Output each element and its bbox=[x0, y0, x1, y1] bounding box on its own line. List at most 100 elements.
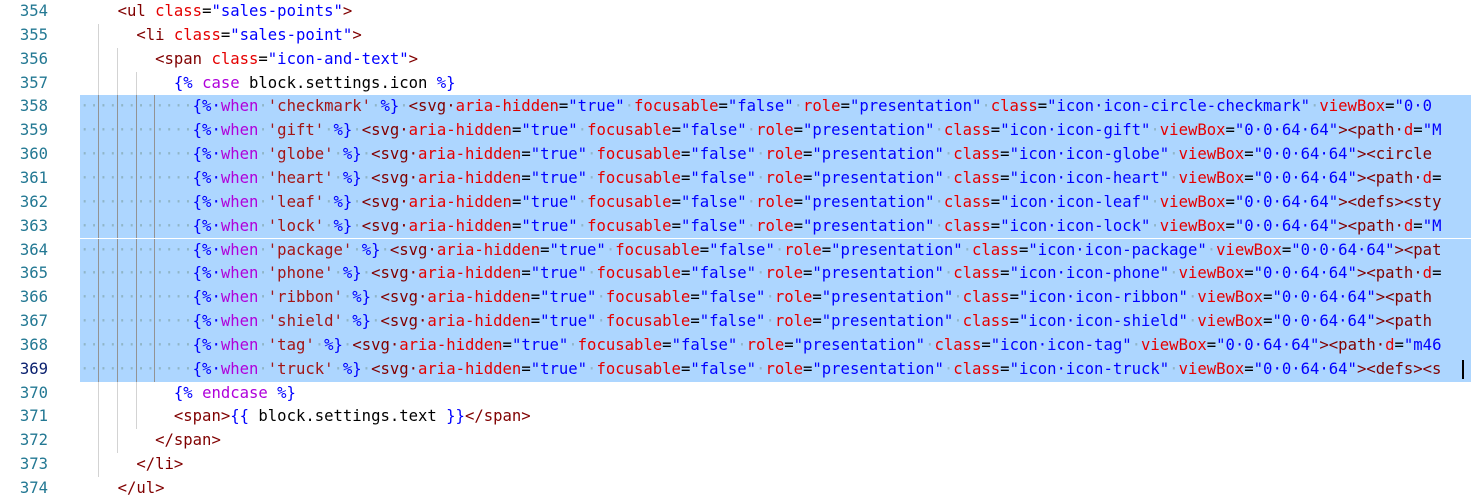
code-line[interactable]: 356 <span class="icon-and-text"> bbox=[0, 47, 1471, 72]
code-token: 'globe' bbox=[267, 145, 334, 164]
code-line[interactable]: 358············{%·when·'checkmark'·%}·<s… bbox=[0, 95, 1471, 120]
indent-guide bbox=[135, 71, 137, 96]
code-text[interactable]: ············{%·when·'truck'·%}·<svg·aria… bbox=[80, 358, 1471, 382]
code-line[interactable]: 369············{%·when·'truck'·%}·<svg·a… bbox=[0, 357, 1471, 382]
code-token: "M bbox=[1422, 216, 1442, 235]
code-token: "presentation" bbox=[821, 312, 954, 331]
code-token: <li bbox=[136, 25, 174, 44]
code-line[interactable]: 359 ············{%·when·'gift'·%}·<svg·ar… bbox=[0, 119, 1471, 144]
code-text[interactable]: ············{%·when·'globe'·%}·<svg·aria… bbox=[80, 143, 1471, 167]
code-token: = bbox=[1037, 97, 1048, 116]
code-token: "0·0·64·64" bbox=[1253, 359, 1357, 378]
code-token: = bbox=[1413, 121, 1423, 140]
code-text[interactable]: ············{%·when·'package'·%}·<svg·ar… bbox=[80, 239, 1471, 263]
indent-guide bbox=[154, 310, 156, 334]
code-token: role bbox=[774, 312, 813, 331]
code-token: · bbox=[342, 335, 353, 354]
code-token: = bbox=[1009, 312, 1019, 331]
code-token: viewBox bbox=[1178, 264, 1245, 283]
code-text[interactable]: ············{%·when·'checkmark'·%}·<svg·… bbox=[80, 95, 1471, 119]
code-token: · bbox=[371, 97, 381, 116]
code-text[interactable]: ············{%·when·'phone'·%}·<svg·aria… bbox=[80, 262, 1471, 286]
line-number: 357 bbox=[19, 73, 48, 92]
code-token: = bbox=[1432, 264, 1442, 283]
code-text[interactable]: ············{%·when·'lock'·%}·<svg·aria-… bbox=[80, 215, 1471, 239]
code-text[interactable]: {% endcase %} bbox=[80, 382, 1471, 406]
code-token: = bbox=[1009, 288, 1019, 307]
code-line[interactable]: 365············{%·when·'phone'·%}·<svg·a… bbox=[0, 262, 1471, 287]
code-line[interactable]: 373 </li> bbox=[0, 453, 1471, 477]
code-token: · bbox=[624, 97, 634, 116]
whitespace-markers: ············ bbox=[80, 359, 193, 378]
code-text[interactable]: ············{%·when·'ribbon'·%}·<svg·ari… bbox=[80, 286, 1471, 310]
code-line[interactable]: 364············{%·when·'package'·%}·<svg… bbox=[0, 238, 1471, 263]
code-text[interactable]: </li> bbox=[80, 453, 1471, 477]
code-text[interactable]: <ul class="sales-points"> bbox=[80, 0, 1471, 24]
code-text[interactable]: ············{%·when·'tag'·%}·<svg·aria-h… bbox=[80, 334, 1471, 358]
code-token: "false" bbox=[699, 288, 766, 307]
code-line[interactable]: 374 </ul> bbox=[0, 477, 1471, 501]
indent-guide bbox=[98, 453, 99, 477]
line-number: 359 bbox=[19, 121, 48, 140]
code-line[interactable]: 362············{%·when·'leaf'·%}·<svg·ar… bbox=[0, 190, 1471, 215]
code-text[interactable]: <span class="icon-and-text"> bbox=[80, 48, 1471, 72]
code-text[interactable]: </ul> bbox=[80, 477, 1471, 501]
code-text[interactable]: ············{%·when·'leaf'·%}·<svg·aria-… bbox=[80, 191, 1471, 215]
whitespace-markers: ············ bbox=[80, 335, 193, 354]
code-token: aria-hidden bbox=[418, 359, 522, 378]
code-text[interactable]: {% case block.settings.icon %} bbox=[80, 72, 1471, 96]
code-token: when bbox=[220, 312, 259, 331]
code-token: "true" bbox=[521, 216, 578, 235]
code-token: {%· bbox=[192, 359, 221, 378]
code-token: when bbox=[220, 216, 259, 235]
whitespace-markers: ············ bbox=[80, 192, 193, 211]
code-token: "true" bbox=[521, 121, 578, 140]
code-token: %} bbox=[342, 168, 362, 187]
code-token: viewBox bbox=[1178, 168, 1245, 187]
code-token: focusable bbox=[596, 145, 681, 164]
code-token: · bbox=[577, 192, 588, 211]
line-number: 374 bbox=[19, 479, 48, 497]
code-token: · bbox=[981, 97, 991, 116]
code-token bbox=[268, 384, 277, 402]
code-token: = bbox=[803, 168, 813, 187]
code-token: {%· bbox=[192, 192, 221, 211]
code-token: {%· bbox=[192, 121, 221, 140]
code-line[interactable]: 363············{%·when·'lock'·%}·<svg·ar… bbox=[0, 214, 1471, 239]
code-token: }} bbox=[446, 407, 465, 426]
code-token: case bbox=[202, 73, 240, 92]
code-line[interactable]: 357 {% case block.settings.icon %} bbox=[0, 71, 1471, 96]
code-token: <span bbox=[155, 49, 212, 68]
code-line[interactable]: 371 <span>{{ block.settings.text }}</spa… bbox=[0, 405, 1471, 430]
code-line[interactable]: 354 <ul class="sales-points"> bbox=[0, 0, 1471, 24]
line-number: 354 bbox=[19, 2, 48, 20]
code-token: · bbox=[361, 264, 372, 283]
code-token: = bbox=[1244, 264, 1254, 283]
code-token: viewBox bbox=[1159, 192, 1226, 211]
code-token: viewBox bbox=[1178, 145, 1245, 164]
code-token: "presentation" bbox=[812, 145, 944, 164]
code-token: "icon·icon-shield" bbox=[1018, 312, 1188, 331]
code-token: · bbox=[1169, 359, 1179, 378]
code-text[interactable]: <span>{{ block.settings.text }}</span> bbox=[80, 405, 1471, 429]
code-line[interactable]: 370 {% endcase %} bbox=[0, 381, 1471, 406]
code-line[interactable]: 368············{%·when·'tag'·%}·<svg·ari… bbox=[0, 333, 1471, 358]
code-line[interactable]: 366············{%·when·'ribbon'·%}·<svg·… bbox=[0, 286, 1471, 311]
code-line[interactable]: 367············{%·when·'shield'·%}·<svg·… bbox=[0, 310, 1471, 334]
code-text[interactable]: ············{%·when·'shield'·%}·<svg·ari… bbox=[80, 310, 1471, 334]
code-text[interactable]: ············{%·when·'heart'·%}·<svg·aria… bbox=[80, 167, 1471, 191]
indent-guide bbox=[116, 333, 118, 358]
code-token: = bbox=[1413, 216, 1423, 235]
code-text[interactable]: ············{%·when·'gift'·%}·<svg·aria-… bbox=[80, 119, 1471, 143]
code-text[interactable]: </span> bbox=[80, 429, 1471, 453]
code-line[interactable]: 372 </span> bbox=[0, 429, 1471, 454]
code-line[interactable]: 361············{%·when·'heart'·%}·<svg·a… bbox=[0, 166, 1471, 191]
code-token: {% bbox=[173, 383, 203, 402]
code-token: focusable bbox=[605, 288, 691, 307]
code-line[interactable]: 360············{%·when·'globe'·%}·<svg·a… bbox=[0, 143, 1471, 167]
code-token: class bbox=[943, 192, 991, 211]
code-line[interactable]: 355 <li class="sales-point"> bbox=[0, 23, 1471, 48]
code-text[interactable]: <li class="sales-point"> bbox=[80, 24, 1471, 48]
code-token: "presentation" bbox=[812, 264, 944, 283]
